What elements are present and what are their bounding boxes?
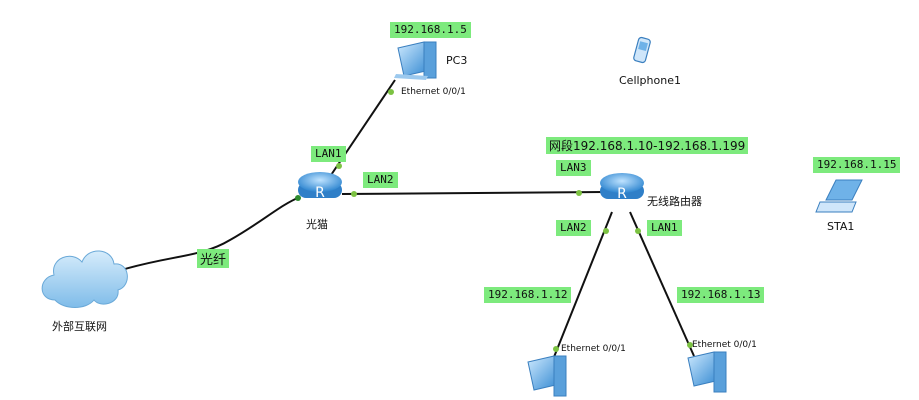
pc3-computer-icon (394, 41, 437, 80)
cellphone-name-label: Cellphone1 (619, 74, 681, 87)
pc-left-port-label: Ethernet 0/0/1 (561, 344, 626, 354)
sta1-name-label: STA1 (827, 220, 855, 233)
port-dot (687, 342, 693, 348)
modem-router-icon: R (298, 172, 342, 201)
link-router-pc-left (551, 211, 613, 363)
link-router-pc-right (629, 211, 695, 357)
pc-right-ip-label: 192.168.1.13 (677, 287, 765, 303)
router-lan2-label: LAN2 (556, 220, 591, 236)
fiber-link (117, 196, 301, 272)
port-dot (635, 228, 641, 234)
pc3-name-label: PC3 (446, 54, 468, 67)
port-dot (576, 190, 582, 196)
svg-text:R: R (617, 186, 627, 202)
router-lan3-label: LAN3 (556, 160, 591, 176)
pc-left-computer-icon (527, 355, 567, 397)
modem-lan2-label: LAN2 (363, 172, 398, 188)
fiber-link-label: 光纤 (197, 249, 230, 268)
svg-text:R: R (315, 185, 325, 201)
cellphone-icon (633, 36, 651, 64)
internet-name-label: 外部互联网 (52, 320, 107, 333)
pc-right-port-label: Ethernet 0/0/1 (692, 340, 757, 350)
pc-left-ip-label: 192.168.1.12 (484, 287, 572, 303)
port-dot (603, 228, 609, 234)
wireless-router-icon: R (600, 173, 644, 202)
modem-name-label: 光猫 (306, 218, 328, 231)
port-dot (388, 89, 394, 95)
pc-right-computer-icon (687, 351, 727, 393)
router-name-label: 无线路由器 (647, 195, 702, 208)
port-dot (295, 195, 301, 201)
sta1-laptop-icon (815, 179, 863, 213)
sta1-ip-label: 192.168.1.15 (813, 157, 901, 173)
router-segment-label: 网段192.168.1.10-192.168.1.199 (546, 137, 749, 154)
pc3-ip-label: 192.168.1.5 (390, 22, 471, 38)
link-modem-router (341, 191, 605, 195)
port-dot (553, 346, 559, 352)
port-dot (336, 163, 342, 169)
router-lan1-label: LAN1 (647, 220, 682, 236)
pc3-port-label: Ethernet 0/0/1 (401, 87, 466, 97)
modem-lan1-label: LAN1 (311, 146, 346, 162)
internet-cloud-icon (41, 250, 128, 308)
port-dot (351, 191, 357, 197)
